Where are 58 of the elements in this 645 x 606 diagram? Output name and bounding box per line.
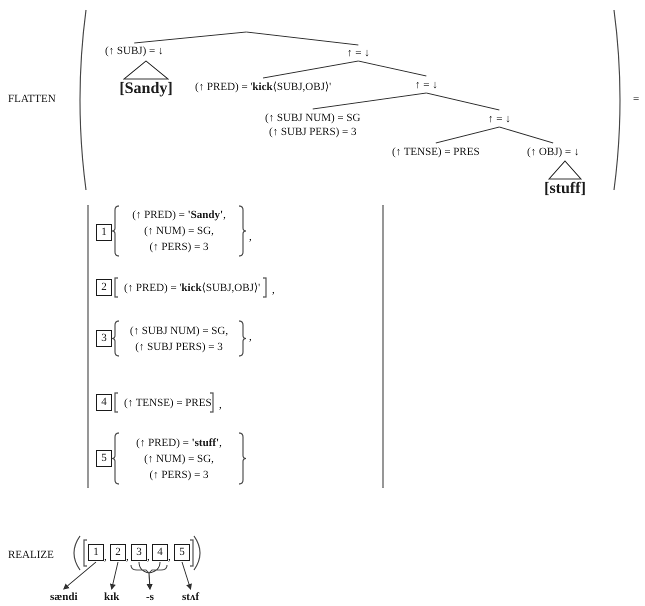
f-annotation: (↑ PRED) = 'kick⟨SUBJ,OBJ⟩' xyxy=(195,80,332,94)
index-box: 5 xyxy=(174,544,190,561)
index-box: 2 xyxy=(110,544,126,561)
index-box: 4 xyxy=(152,544,168,561)
phonological-form: kɪk xyxy=(104,591,120,604)
operator-label: REALIZE xyxy=(8,548,54,562)
f-annotation: ↑ = ↓ xyxy=(488,112,511,126)
f-constraint: (↑ PERS) = 3 xyxy=(148,240,210,254)
f-constraint: (↑ TENSE) = PRES xyxy=(124,396,212,410)
f-annotation: (↑ SUBJ PERS) = 3 xyxy=(268,125,358,139)
f-constraint: (↑ SUBJ PERS) = 3 xyxy=(134,340,224,354)
tree-branch xyxy=(262,60,359,78)
f-constraint: (↑ PERS) = 3 xyxy=(148,468,210,482)
punctuation: , xyxy=(126,550,129,564)
punctuation: , xyxy=(249,330,252,344)
f-annotation: (↑ SUBJ) = ↓ xyxy=(105,44,164,58)
arrow xyxy=(110,562,118,590)
terminal-string: [stuff] xyxy=(544,180,586,198)
punctuation: , xyxy=(219,398,222,412)
f-annotation: ↑ = ↓ xyxy=(347,46,370,60)
tree-branch xyxy=(134,32,247,44)
phonological-form: -s xyxy=(146,591,154,604)
index-box: 3 xyxy=(131,544,147,561)
f-constraint: (↑ NUM) = SG, xyxy=(143,452,215,466)
f-constraint: (↑ PRED) = 'kick⟨SUBJ,OBJ⟩' xyxy=(124,281,260,295)
index-box: 4 xyxy=(96,394,112,411)
index-box: 1 xyxy=(88,544,104,561)
punctuation: , xyxy=(147,550,150,564)
f-annotation: (↑ TENSE) = PRES xyxy=(392,145,480,159)
f-constraint: (↑ PRED) = 'Sandy', xyxy=(131,208,227,222)
tree-branch xyxy=(426,92,500,110)
equals-sign: = xyxy=(633,92,640,106)
tree-branch xyxy=(498,126,554,144)
tree-branch xyxy=(246,32,359,46)
tree-branch xyxy=(312,92,427,110)
punctuation: , xyxy=(272,283,275,297)
punctuation: , xyxy=(104,550,107,564)
f-annotation: (↑ SUBJ NUM) = SG xyxy=(265,111,360,125)
arrow xyxy=(63,562,96,590)
punctuation: , xyxy=(168,550,171,564)
index-box: 1 xyxy=(96,224,112,241)
f-annotation: ↑ = ↓ xyxy=(415,78,438,92)
terminal-string: [Sandy] xyxy=(119,80,173,98)
phonological-form: sændi xyxy=(50,591,78,604)
operator-label: FLATTEN xyxy=(8,92,56,106)
punctuation: , xyxy=(249,230,252,244)
phonological-form: stʌf xyxy=(182,591,200,604)
arrow xyxy=(146,562,160,590)
index-box: 5 xyxy=(96,450,112,467)
arrow xyxy=(182,562,192,590)
f-constraint: (↑ SUBJ NUM) = SG, xyxy=(128,324,230,338)
tree-branch xyxy=(358,60,427,76)
index-box: 3 xyxy=(96,330,112,347)
f-annotation: (↑ OBJ) = ↓ xyxy=(527,145,580,159)
tree-branch xyxy=(435,126,500,144)
index-box: 2 xyxy=(96,279,112,296)
f-constraint: (↑ NUM) = SG, xyxy=(143,224,215,238)
f-constraint: (↑ PRED) = 'stuff', xyxy=(135,436,223,450)
